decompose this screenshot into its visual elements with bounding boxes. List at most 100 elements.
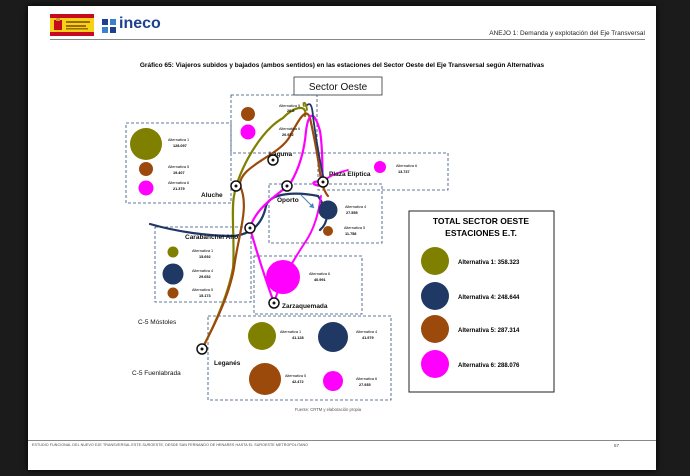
- label-leganes: Leganés: [214, 360, 241, 367]
- node-leganes-center: [200, 347, 204, 351]
- bubble-oporto-alt5: [323, 226, 333, 236]
- leganes-alt1-label: Alternativa 1: [280, 330, 301, 334]
- plaza-alt6-value: 13.737: [398, 170, 410, 174]
- totals-bubble-alt4: [421, 282, 449, 310]
- label-carabanchel: Carabanchel Alto: [185, 234, 238, 241]
- bubble-carabanchel-alt1: [167, 246, 179, 258]
- oporto-alt5-value: 11.758: [345, 232, 356, 236]
- carabanchel-alt5-label: Alternativa 5: [192, 288, 213, 292]
- label-c5-mostoles: C-5 Móstoles: [138, 319, 177, 326]
- plaza-alt6-label: Alternativa 6: [396, 164, 417, 168]
- bubble-aluche-alt5: [139, 162, 153, 176]
- bubble-laguna-alt6: [240, 124, 256, 140]
- leganes-alt6-label: Alternativa 6: [356, 377, 377, 381]
- label-aluche: Aluche: [201, 192, 223, 199]
- laguna-alt5-value: 20.6: [287, 109, 294, 113]
- carabanchel-alt4-value: 29.652: [199, 275, 211, 279]
- totals-bubble-alt6: [421, 350, 449, 378]
- oporto-arrow-head: [309, 203, 314, 208]
- carabanchel-alt1-label: Alternativa 1: [192, 249, 213, 253]
- line-alt4-north: [305, 103, 325, 182]
- station-nodes: [196, 154, 329, 355]
- bubble-leganes-alt4: [318, 322, 348, 352]
- bubble-carabanchel-alt4: [162, 263, 184, 285]
- leganes-alt6-value: 27.935: [359, 383, 371, 387]
- leganes-bubbles: Alternativa 1 41.128 Alternativa 4 41.97…: [248, 322, 377, 395]
- oporto-alt5-label: Alternativa 5: [344, 226, 365, 230]
- totals-alt1: Alternativa 1: 358.323: [458, 260, 520, 266]
- totals-bubble-alt5: [421, 315, 449, 343]
- annex-title: ANEJO 1: Demanda y explotación del Eje T…: [489, 30, 645, 37]
- commuter-labels: C-5 Móstoles C-5 Fuenlabrada: [132, 319, 181, 377]
- bubble-aluche-alt6: [138, 180, 154, 196]
- label-laguna: Laguna: [269, 151, 292, 158]
- ineco-logo-icon: [102, 19, 116, 33]
- box-zarzaquemada: [253, 255, 363, 315]
- leganes-alt5-label: Alternativa 5: [285, 374, 306, 378]
- node-laguna-center: [271, 158, 275, 162]
- label-zarzaquemada: Zarzaquemada: [282, 303, 328, 310]
- totals-title-line1: TOTAL SECTOR OESTE: [433, 216, 530, 226]
- totals-panel: TOTAL SECTOR OESTE ESTACIONES E.T. Alter…: [408, 210, 555, 393]
- leganes-alt4-value: 41.979: [362, 336, 374, 340]
- oporto-alt4-label: Alternativa 4: [345, 205, 366, 209]
- figure-title: Gráfico 65: Viajeros subidos y bajados (…: [139, 62, 545, 69]
- header-divider: [50, 39, 645, 40]
- node-oporto-a-center: [285, 184, 289, 188]
- zarzaquemada-alt6-label: Alternativa 6: [309, 272, 330, 276]
- line-alt1-north: [302, 101, 308, 111]
- bubble-laguna-alt5: [241, 107, 255, 121]
- aluche-alt6-label: Alternativa 6: [168, 181, 189, 185]
- bubble-leganes-alt6: [323, 371, 343, 391]
- oporto-alt4-value: 27.555: [346, 211, 358, 215]
- label-plaza-eliptica: Plaza Elíptica: [329, 171, 371, 178]
- bubble-leganes-alt1: [248, 322, 276, 350]
- node-plaza-eliptica-center: [321, 180, 325, 184]
- laguna-bubbles: Alternativa 5 20.6 Alternativa 6 20.972: [240, 104, 300, 140]
- carabanchel-alt1-value: 15.692: [199, 255, 211, 259]
- sector-title: Sector Oeste: [309, 82, 368, 93]
- bubble-oporto-alt4: [318, 200, 338, 220]
- aluche-alt1-value: 128.097: [173, 144, 187, 148]
- bubble-aluche-alt1: [130, 128, 162, 160]
- aluche-bubbles: Alternativa 1 128.097 Alternativa 5 19.4…: [130, 128, 189, 196]
- label-c5-fuenlabrada: C-5 Fuenlabrada: [132, 370, 181, 377]
- carabanchel-alt5-value: 15.173: [199, 294, 211, 298]
- source-note: Fuente: CRTM y elaboración propia: [295, 407, 362, 412]
- carabanchel-bubbles: Alternativa 1 15.692 Alternativa 4 29.65…: [162, 246, 213, 299]
- plaza-eliptica-bubbles: Alternativa 6 13.737: [374, 161, 417, 174]
- footer-divider: [28, 440, 656, 441]
- document-page: ineco ANEJO 1: Demanda y explotación del…: [28, 6, 656, 470]
- aluche-alt5-label: Alternativa 5: [168, 165, 189, 169]
- station-diagram: Sector Oeste: [125, 76, 555, 412]
- leganes-alt1-value: 41.128: [292, 336, 304, 340]
- bubble-leganes-alt5: [249, 363, 281, 395]
- line-alt4: [148, 192, 328, 238]
- totals-alt4: Alternativa 4: 248.644: [458, 295, 520, 301]
- node-zarzaquemada-center: [272, 301, 276, 305]
- zarzaquemada-alt6-value: 40.991: [314, 278, 326, 282]
- laguna-alt5-label: Alternativa 5: [279, 104, 300, 108]
- ineco-logo-text: ineco: [119, 15, 161, 32]
- leganes-alt4-label: Alternativa 4: [356, 330, 377, 334]
- station-labels: Laguna Aluche Plaza Elíptica Oporto Cara…: [185, 151, 371, 367]
- box-leganes: [207, 315, 392, 401]
- bubble-plaza-eliptica-alt6: [374, 161, 386, 173]
- sector-title-box: [293, 76, 383, 96]
- laguna-alt6-label: Alternativa 6: [279, 127, 300, 131]
- bubble-carabanchel-alt5: [167, 287, 179, 299]
- zarzaquemada-bubbles: Alternativa 6 40.991: [266, 260, 330, 294]
- totals-alt5: Alternativa 5: 287.314: [458, 328, 520, 334]
- footer-study-title: ESTUDIO FUNCIONAL DEL NUEVO EJE TRANSVER…: [32, 443, 309, 447]
- page-header: ineco ANEJO 1: Demanda y explotación del…: [28, 6, 656, 40]
- node-carabanchel-center: [248, 226, 252, 230]
- bubble-zarzaquemada-alt6: [266, 260, 300, 294]
- totals-title-line2: ESTACIONES E.T.: [445, 228, 517, 238]
- box-plaza-eliptica: [317, 152, 449, 191]
- spain-coat-of-arms-logo: [50, 14, 94, 36]
- laguna-alt6-value: 20.972: [282, 133, 294, 137]
- aluche-alt6-value: 21.379: [173, 187, 185, 191]
- aluche-alt5-value: 19.407: [173, 171, 185, 175]
- carabanchel-alt4-label: Alternativa 4: [192, 269, 213, 273]
- label-oporto: Oporto: [277, 197, 299, 204]
